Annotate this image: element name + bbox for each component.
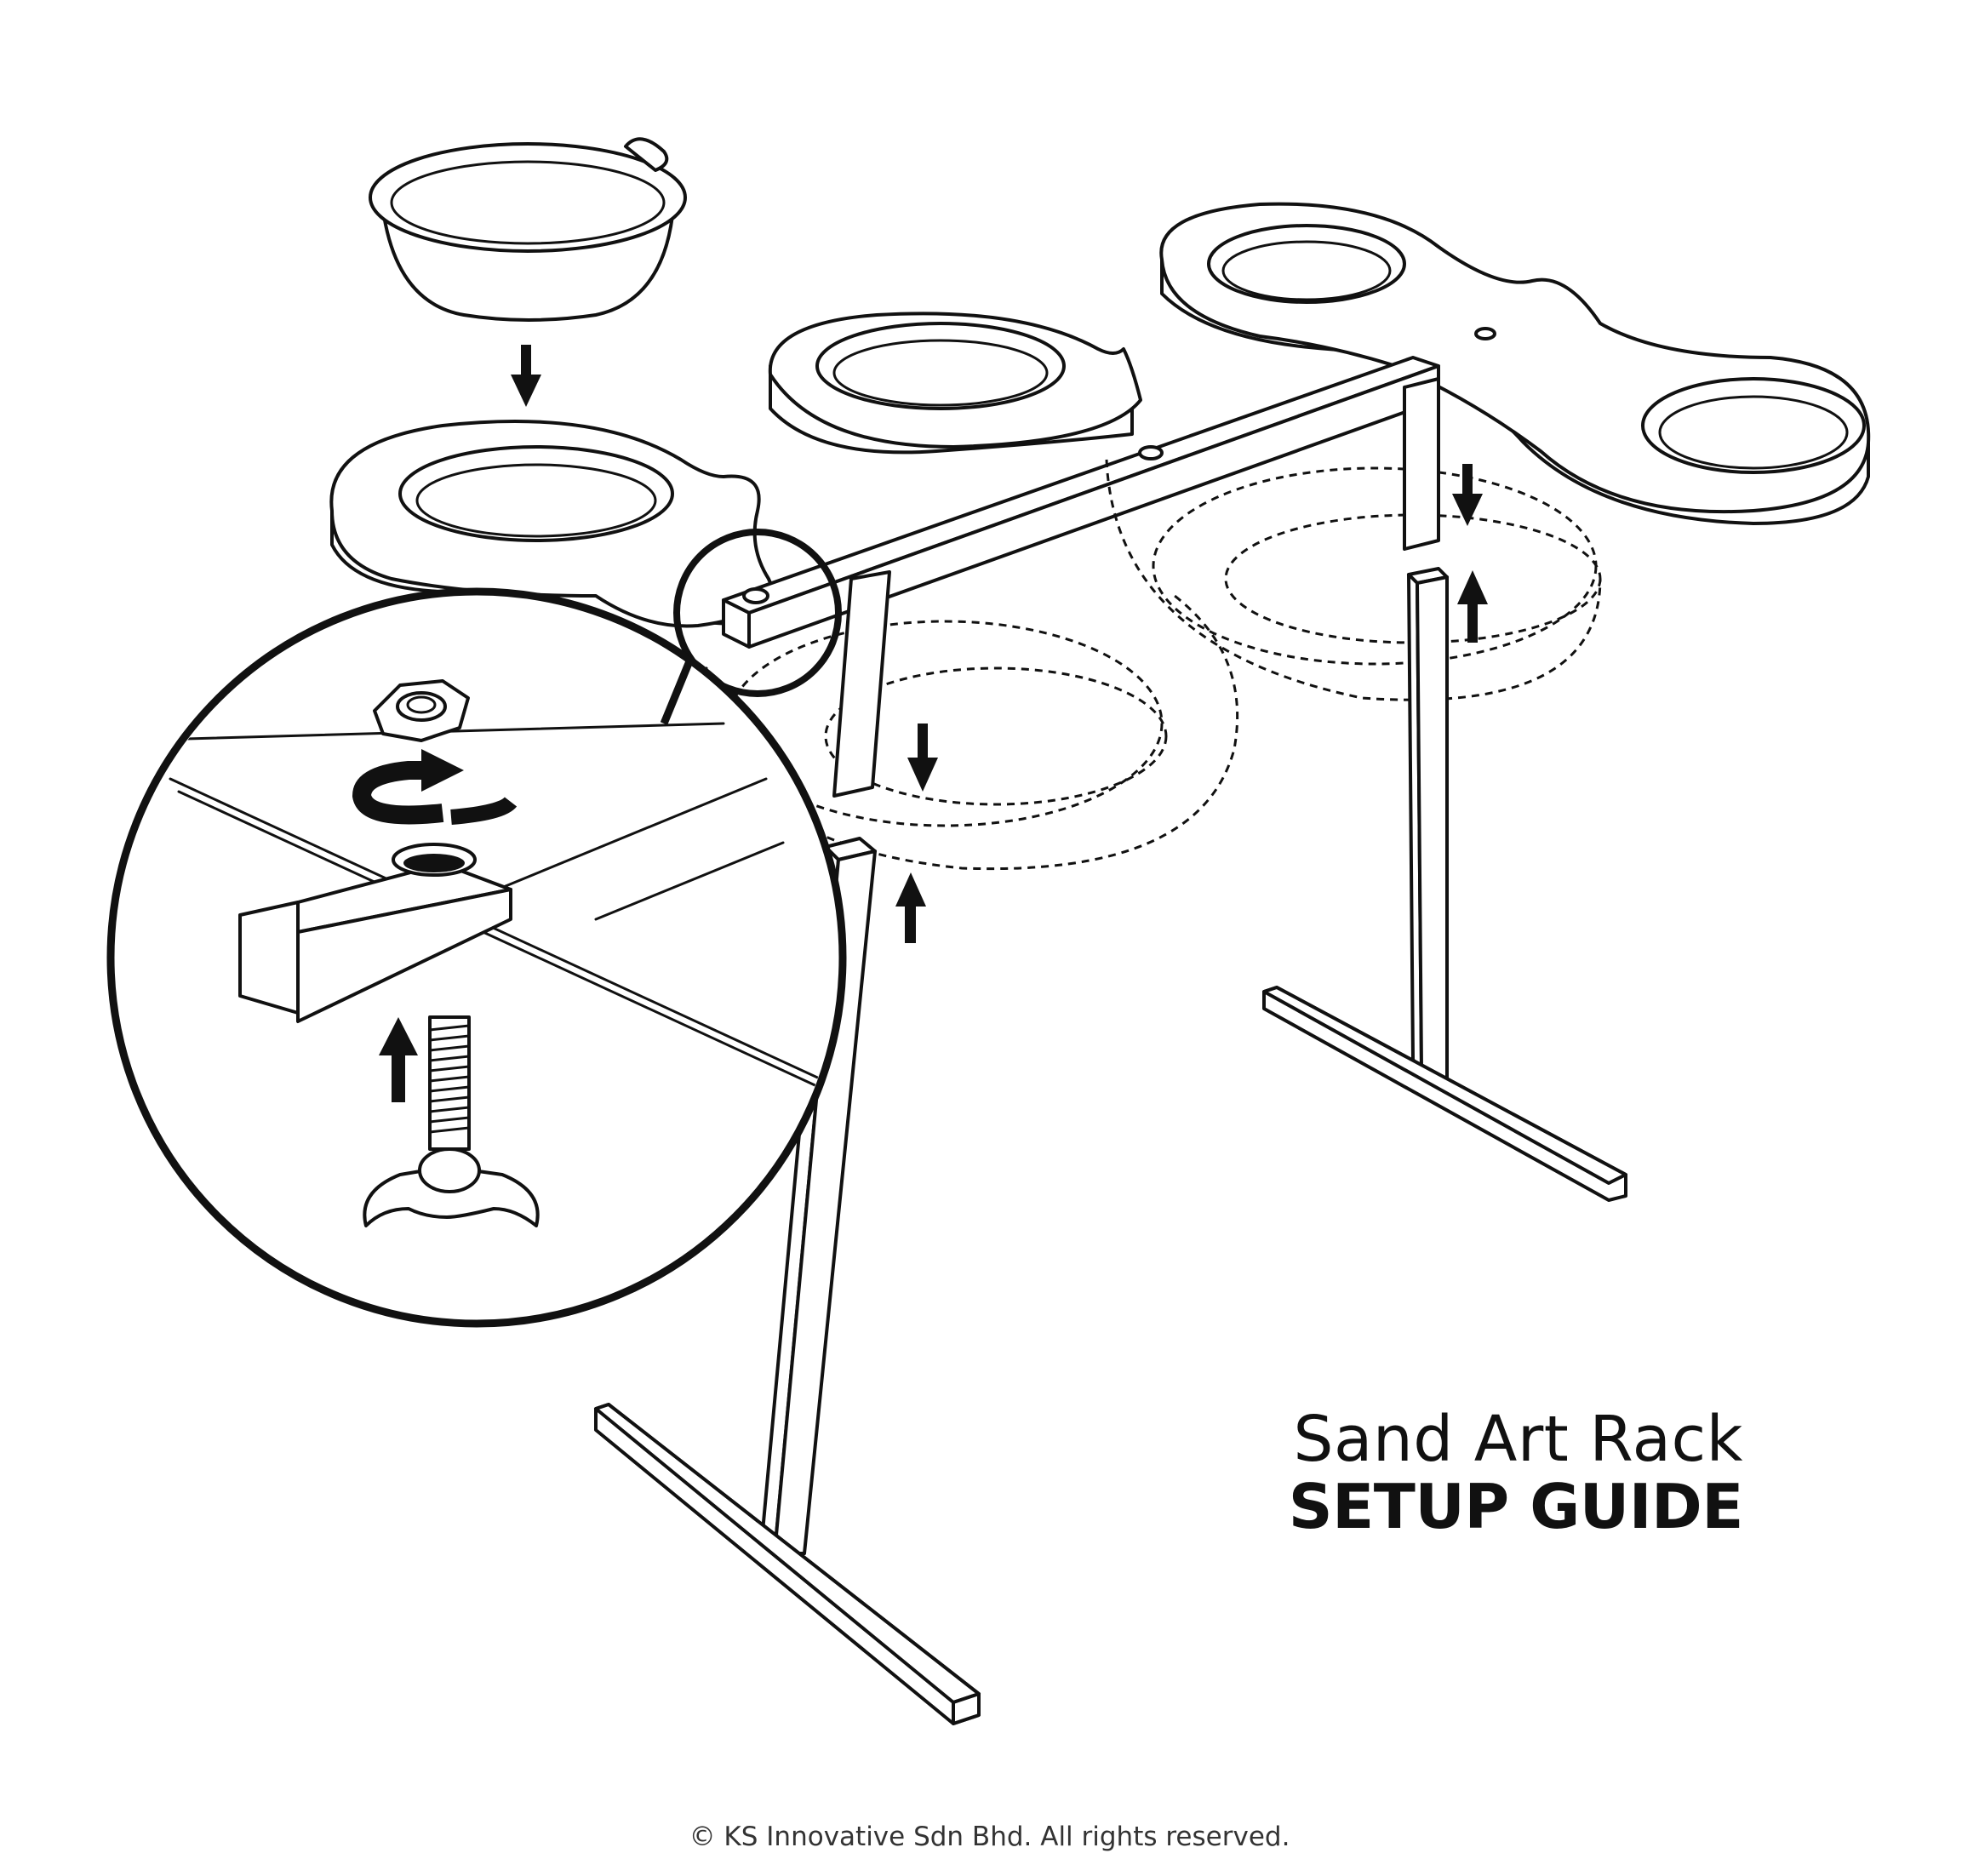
- rotate-arrow: [352, 749, 518, 825]
- wing-bolt: [363, 1015, 540, 1227]
- bowl: [369, 137, 687, 322]
- bolt-hole: [392, 843, 477, 877]
- tray-middle: [768, 312, 1142, 455]
- arrow-down-bowl: [511, 345, 541, 407]
- detail-callout-large: [106, 587, 847, 1328]
- leg-front: [594, 837, 981, 1725]
- arrow-down-front-leg: [907, 724, 938, 792]
- hex-nut: [373, 679, 470, 742]
- arrow-down-back-leg: [1452, 464, 1483, 526]
- leg-back: [1262, 567, 1627, 1202]
- placement-outline-right: [1105, 459, 1602, 701]
- tube-end: [238, 862, 512, 1023]
- arrow-up-front-leg: [895, 872, 926, 943]
- product-name: Sand Art Rack: [1293, 1403, 1743, 1476]
- leg-stub-front: [832, 570, 891, 798]
- tray-right: [1159, 202, 1871, 525]
- tray-left: [329, 420, 774, 628]
- copyright-notice: © KS Innovative Sdn Bhd. All rights rese…: [689, 1822, 1290, 1852]
- arrow-up-back-leg: [1457, 570, 1488, 643]
- leg-stub-back: [1403, 377, 1440, 551]
- arrow-up-bolt: [379, 1017, 418, 1102]
- guide-title: SETUP GUIDE: [1288, 1471, 1744, 1542]
